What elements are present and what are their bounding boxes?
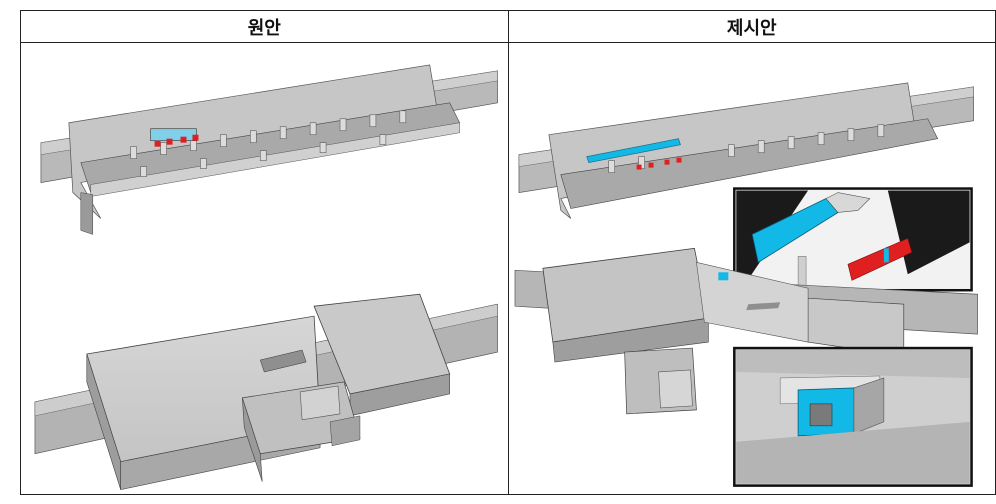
panel-original <box>20 42 509 495</box>
inset-detail-bottom <box>732 346 973 487</box>
proposed-cyan-highlight <box>585 138 681 164</box>
lower-station-model <box>34 293 498 490</box>
inset-detail-top <box>732 187 973 292</box>
header-original: 원안 <box>20 10 509 43</box>
comparison-figure: 원안 제시안 <box>20 10 996 495</box>
upper-station-model-proposed <box>518 82 974 219</box>
panel-proposed <box>507 42 996 495</box>
proposed-red-marks <box>636 157 681 170</box>
original-highlight-marks <box>150 128 199 147</box>
original-model-render <box>34 64 498 490</box>
upper-station-model <box>40 64 498 235</box>
lower-station-model-proposed <box>514 247 978 415</box>
header-proposed: 제시안 <box>507 10 996 43</box>
comparison-table: 원안 제시안 <box>20 10 996 495</box>
proposed-model-render <box>514 82 978 487</box>
